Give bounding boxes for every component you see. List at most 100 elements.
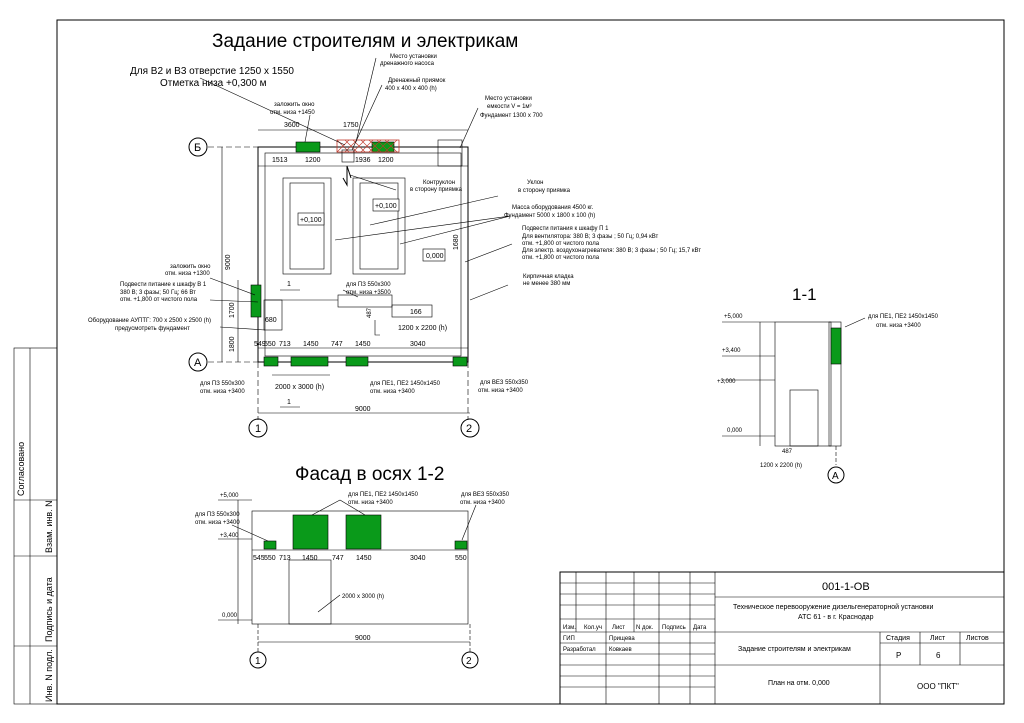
section-axis-a-label: А bbox=[832, 471, 839, 482]
wall-opening bbox=[250, 284, 262, 318]
dim-713: 713 bbox=[279, 341, 291, 348]
facade-pe-2: отм. низа +3400 bbox=[348, 500, 393, 506]
dim-1200b: 1200 bbox=[378, 157, 394, 164]
doc-code: 001-1-ОВ bbox=[822, 581, 870, 593]
floor-plan: Б А 1 2 3600 1750 1513 1200 1936 1200 bbox=[88, 54, 701, 438]
facade-bez-1: для ВЕЗ 550х350 bbox=[461, 492, 510, 498]
wall-opening bbox=[295, 141, 321, 153]
section-mark-1: 1 bbox=[287, 281, 291, 288]
note-counter-2: в сторону приямка bbox=[410, 187, 463, 193]
dev-role: Разработал bbox=[563, 647, 596, 653]
facade-axis-2 bbox=[461, 651, 479, 669]
note-pzb-1: для ПЗ 550х300 bbox=[200, 381, 245, 387]
section-note-2: отм. низа +3400 bbox=[876, 323, 921, 329]
note-p1-2: Для вентилятора: 380 В; 3 фазы ; 50 Гц; … bbox=[522, 234, 659, 240]
stage-header: Стадия bbox=[886, 635, 910, 642]
note-bez-2: отм. низа +3400 bbox=[478, 388, 523, 394]
axis-2-label: 2 bbox=[466, 423, 472, 435]
note-seal-1: заложить окно bbox=[274, 102, 315, 108]
axis-1-label: 1 bbox=[255, 423, 261, 435]
main-title: Задание строителям и электрикам bbox=[212, 31, 518, 52]
note-brick-2: не менее 380 мм bbox=[523, 281, 570, 287]
dim-1450b: 1450 bbox=[355, 341, 371, 348]
facade-dim: 1450 bbox=[356, 555, 372, 562]
hdr-date: Дата bbox=[693, 625, 707, 631]
note-pe-1: для ПЕ1, ПЕ2 1450х1450 bbox=[370, 381, 441, 387]
note-tank-3: Фундамент 1300 х 700 bbox=[480, 113, 543, 119]
dim-487: 487 bbox=[367, 307, 373, 318]
note-v1-3: отм. +1,800 от чистого пола bbox=[120, 297, 198, 303]
facade-level-3400: +3,400 bbox=[220, 533, 239, 539]
note-mass-1: Масса оборудования 4500 кг. bbox=[512, 205, 594, 211]
axis-a-label: А bbox=[194, 357, 202, 369]
note-brick-1: Кирпичная кладка bbox=[523, 274, 574, 280]
wall-opening bbox=[290, 356, 329, 367]
level-0100-b: +0,100 bbox=[375, 203, 397, 210]
note-seal2-1: заложить окно bbox=[170, 264, 211, 270]
dim-550: 550 bbox=[264, 341, 276, 348]
section-level-3000: +3,000 bbox=[717, 379, 736, 385]
facade-level-5000: +5,000 bbox=[220, 493, 239, 499]
facade-dim: 3040 bbox=[410, 555, 426, 562]
facade-dim-9000: 9000 bbox=[355, 635, 371, 642]
facade-title: Фасад в осях 1-2 bbox=[295, 464, 444, 485]
side-stamp: Согласовано Взам. инв. N Подпись и дата … bbox=[13, 347, 58, 705]
stage-value: Р bbox=[896, 651, 901, 660]
plan-name: План на отм. 0,000 bbox=[768, 680, 830, 687]
wall-opening bbox=[452, 356, 468, 367]
facade-1-2: Фасад в осях 1-2 +5,000 +3,400 0,000 для… bbox=[195, 464, 510, 669]
section-title: 1-1 bbox=[792, 285, 817, 304]
section-note-1: для ПЕ1, ПЕ2 1450х1450 bbox=[868, 314, 939, 320]
facade-bez-2: отм. низа +3400 bbox=[460, 500, 505, 506]
note-p1-4: Для электр. воздухонагревателя: 380 В; 3… bbox=[522, 248, 701, 254]
note-equip-2: предусмотреть фундамент bbox=[115, 326, 190, 332]
note-v1-1: Подвести питание к шкафу В 1 bbox=[120, 282, 207, 288]
facade-level-0000: 0,000 bbox=[222, 613, 238, 619]
sign-date-label: Подпись и дата bbox=[44, 577, 54, 642]
section-level-5000: +5,000 bbox=[724, 314, 743, 320]
note-pz-1: для ПЗ 550х300 bbox=[346, 282, 391, 288]
wall-opening bbox=[371, 141, 395, 153]
hdr-list: Лист bbox=[612, 625, 625, 631]
note-equip-1: Оборудование АУПТГ: 700 х 2500 х 2500 (h… bbox=[88, 318, 211, 324]
facade-door-label: 2000 х 3000 (h) bbox=[342, 594, 384, 600]
axis-b-label: Б bbox=[194, 142, 201, 154]
facade-opening bbox=[345, 514, 382, 550]
section-1-1: 1-1 +5,000 +3,400 +3,000 0,000 для ПЕ1, … bbox=[717, 285, 939, 484]
facade-dim: 713 bbox=[279, 555, 291, 562]
note-pz-2: отм. низа +3500 bbox=[346, 290, 391, 296]
door-2: 1200 х 2200 (h) bbox=[398, 325, 447, 332]
wall-opening bbox=[345, 356, 369, 367]
facade-dim: 747 bbox=[332, 555, 344, 562]
dim-680: 680 bbox=[265, 317, 277, 324]
axis-marker-b bbox=[188, 137, 208, 157]
note-counter-1: Контруклон bbox=[423, 180, 455, 186]
sheet-value: 6 bbox=[936, 651, 941, 660]
dim-747: 747 bbox=[331, 341, 343, 348]
sheet-header: Лист bbox=[930, 635, 946, 642]
note-p1-5: отм. +1,800 от чистого пола bbox=[522, 255, 600, 261]
facade-pz-1: для ПЗ 550х300 bbox=[195, 512, 240, 518]
section-axis-a bbox=[827, 466, 845, 484]
facade-axis-1-label: 1 bbox=[255, 656, 261, 667]
sheet-name: Задание строителям и электрикам bbox=[738, 646, 851, 653]
equipment-foundation bbox=[282, 177, 332, 275]
note-seal2-2: отм. низа +1300 bbox=[165, 271, 210, 277]
dim-3040: 3040 bbox=[410, 341, 426, 348]
note-pzb-2: отм. низа +3400 bbox=[200, 389, 245, 395]
inv-repl-label: Взам. инв. N bbox=[44, 500, 54, 553]
dim-166: 166 bbox=[410, 309, 422, 316]
dim-1513: 1513 bbox=[272, 157, 288, 164]
note-pump-1: Место установки bbox=[390, 54, 437, 60]
title-block: 001-1-ОВ Техническое перевооружение дизе… bbox=[559, 571, 1005, 705]
gip-name: Прищева bbox=[609, 636, 635, 642]
facade-axis-1 bbox=[249, 651, 267, 669]
drainage-pit bbox=[341, 149, 355, 163]
note-pump-2: дренажного насоса bbox=[380, 61, 435, 67]
dim-1936: 1936 bbox=[355, 157, 371, 164]
section-mark-1b: 1 bbox=[287, 399, 291, 406]
section-door bbox=[789, 389, 819, 447]
note-tank-2: емкости V = 1м³ bbox=[487, 104, 532, 110]
facade-dim: 550 bbox=[455, 555, 467, 562]
